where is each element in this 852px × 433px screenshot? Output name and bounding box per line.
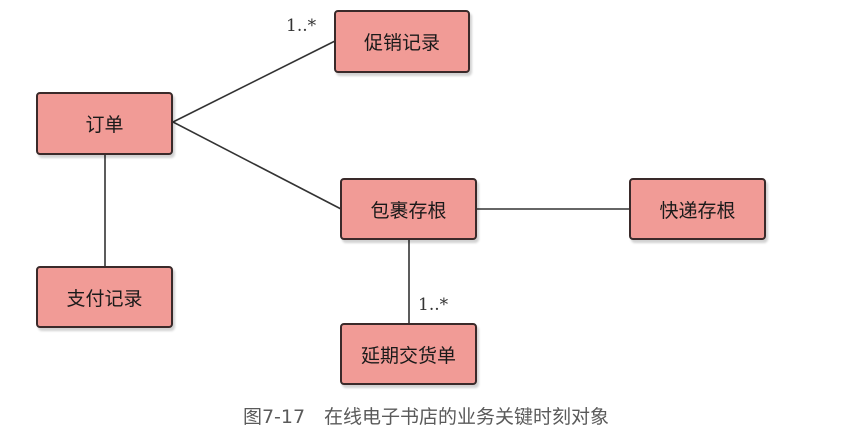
node-promotion-record: 促销记录 (334, 10, 470, 73)
node-express-stub: 快递存根 (629, 178, 766, 240)
edge-order-promotion (172, 40, 336, 123)
node-order: 订单 (36, 92, 173, 155)
multiplicity-package-delayed: 1..* (418, 295, 449, 315)
multiplicity-order-promotion: 1..* (286, 16, 317, 36)
node-payment-record: 支付记录 (36, 266, 173, 328)
node-delayed-delivery-order: 延期交货单 (340, 323, 477, 385)
edge-order-package (172, 121, 342, 210)
figure-caption: 图7-17 在线电子书店的业务关键时刻对象 (242, 406, 610, 428)
node-package-stub: 包裹存根 (340, 178, 477, 240)
